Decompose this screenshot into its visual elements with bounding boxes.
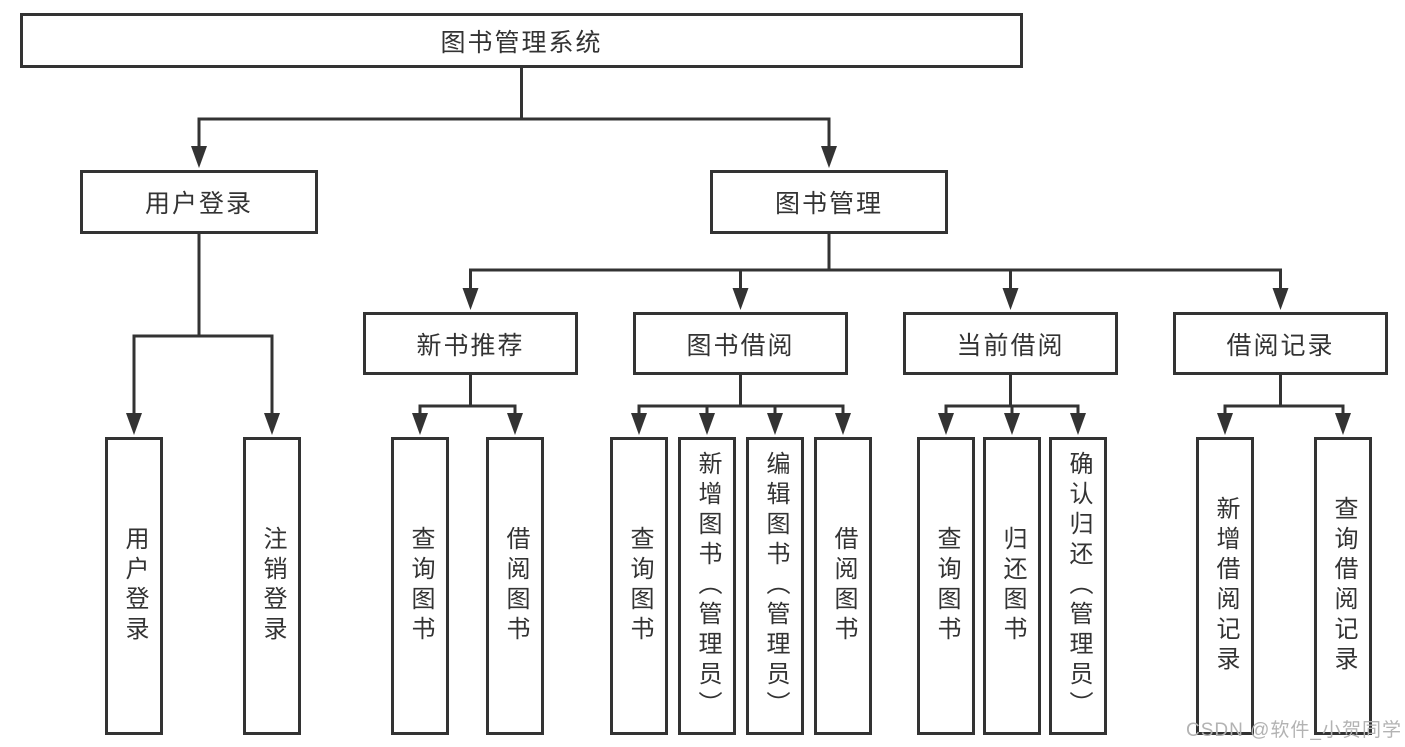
- arrowhead: [821, 146, 837, 168]
- arrowhead: [191, 146, 207, 168]
- arrowhead: [1002, 288, 1019, 310]
- arrowhead: [412, 413, 428, 435]
- arrowhead: [767, 413, 783, 435]
- node-user-login: 用户登录: [80, 170, 318, 234]
- edge-current-borrow-to-leaves: [944, 375, 1080, 415]
- leaf-return-book: 归还图书: [983, 437, 1041, 735]
- arrowhead: [699, 413, 715, 435]
- leaf-borrow-books-recommend: 借阅图书: [486, 437, 544, 735]
- leaf-confirm-return-admin-label: 确认归还（管理员）: [1065, 451, 1092, 721]
- leaf-query-books-current-label: 查询图书: [933, 526, 960, 646]
- leaf-logout: 注销登录: [243, 437, 301, 735]
- arrowhead: [264, 413, 280, 435]
- arrowhead: [1335, 413, 1351, 435]
- leaf-return-book-label: 归还图书: [999, 526, 1026, 646]
- leaf-query-books-recommend-label: 查询图书: [407, 526, 434, 646]
- edge-user-login-to-leaves: [132, 234, 274, 415]
- node-book-borrow: 图书借阅: [633, 312, 848, 375]
- arrowhead: [1004, 413, 1020, 435]
- edge-borrow-record-to-leaves: [1223, 375, 1345, 415]
- arrowhead: [462, 288, 479, 310]
- leaf-add-borrow-record-label: 新增借阅记录: [1212, 496, 1239, 676]
- node-library-system: 图书管理系统: [20, 13, 1023, 68]
- leaf-query-books-borrow: 查询图书: [610, 437, 668, 735]
- leaf-borrow-books-label: 借阅图书: [830, 526, 857, 646]
- arrowhead: [507, 413, 523, 435]
- leaf-add-borrow-record: 新增借阅记录: [1196, 437, 1254, 735]
- arrowhead: [835, 413, 851, 435]
- leaf-query-borrow-record-label: 查询借阅记录: [1330, 496, 1357, 676]
- leaf-query-borrow-record: 查询借阅记录: [1314, 437, 1372, 735]
- arrowhead: [732, 288, 749, 310]
- node-borrow-records: 借阅记录: [1173, 312, 1388, 375]
- leaf-add-book-admin-label: 新增图书（管理员）: [694, 451, 721, 721]
- node-new-book-recommend: 新书推荐: [363, 312, 578, 375]
- arrowhead: [1272, 288, 1289, 310]
- arrowhead: [938, 413, 954, 435]
- node-book-management: 图书管理: [710, 170, 948, 234]
- edge-book-mgmt-to-level3: [469, 234, 1282, 290]
- leaf-query-books-borrow-label: 查询图书: [626, 526, 653, 646]
- leaf-borrow-books: 借阅图书: [814, 437, 872, 735]
- arrowhead: [631, 413, 647, 435]
- leaf-user-login: 用户登录: [105, 437, 163, 735]
- edge-new-book-to-leaves: [418, 375, 517, 415]
- leaf-query-books-recommend: 查询图书: [391, 437, 449, 735]
- arrowheads: [126, 146, 1351, 435]
- leaf-add-book-admin: 新增图书（管理员）: [678, 437, 736, 735]
- arrowhead: [126, 413, 142, 435]
- node-current-borrow: 当前借阅: [903, 312, 1118, 375]
- edge-book-borrow-to-leaves: [637, 375, 845, 415]
- leaf-confirm-return-admin: 确认归还（管理员）: [1049, 437, 1107, 735]
- leaf-edit-book-admin-label: 编辑图书（管理员）: [762, 451, 789, 721]
- edge-root-to-level2: [197, 68, 831, 148]
- leaf-query-books-current: 查询图书: [917, 437, 975, 735]
- leaf-user-login-label: 用户登录: [121, 526, 148, 646]
- leaf-borrow-books-recommend-label: 借阅图书: [502, 526, 529, 646]
- leaf-logout-label: 注销登录: [259, 526, 286, 646]
- arrowhead: [1070, 413, 1086, 435]
- arrowhead: [1217, 413, 1233, 435]
- leaf-edit-book-admin: 编辑图书（管理员）: [746, 437, 804, 735]
